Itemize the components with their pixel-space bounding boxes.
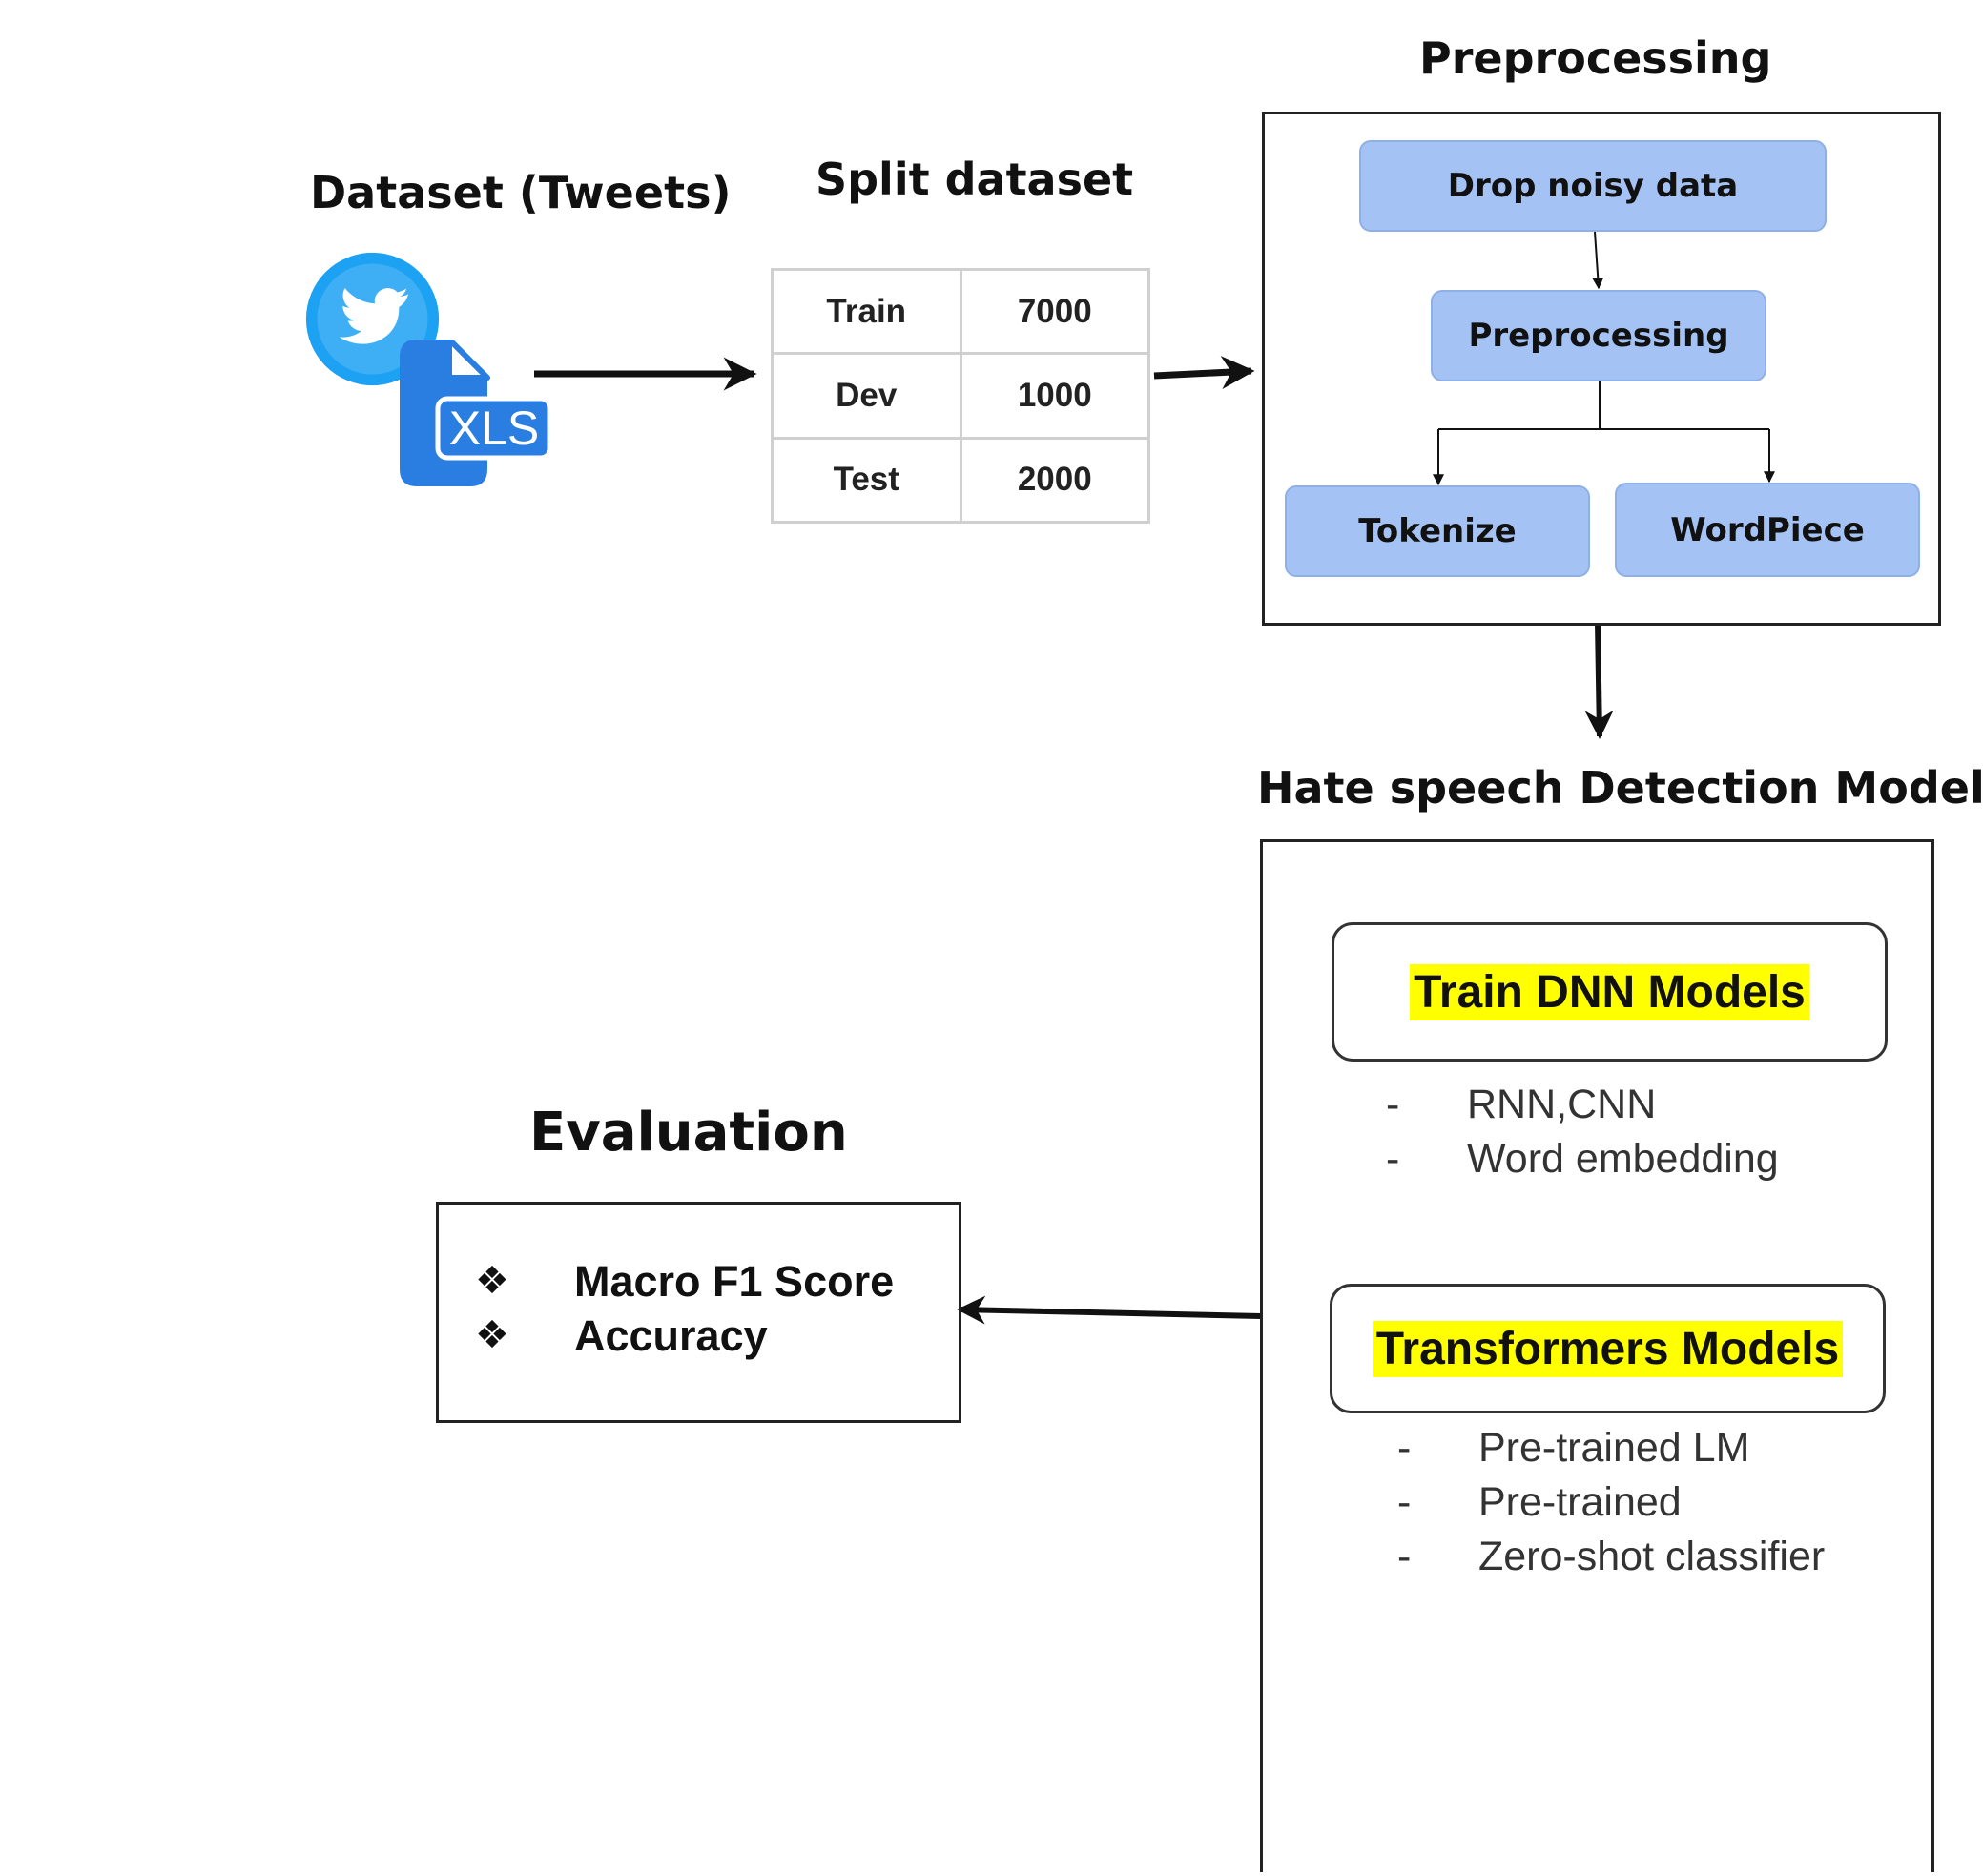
arrow-preprocessing-to-models (1584, 622, 1614, 739)
split-count-cell: 1000 (959, 352, 1150, 440)
preprocessing-title: Preprocessing (1419, 32, 1772, 84)
step-tokenize: Tokenize (1285, 485, 1590, 577)
list-item: -Word embedding (1386, 1132, 1779, 1186)
table-row: Dev 1000 (771, 352, 1150, 440)
list-item-text: RNN,CNN (1467, 1082, 1657, 1127)
preprocessing-box (1262, 112, 1941, 626)
split-name-cell: Train (771, 267, 962, 356)
step-wordpiece: WordPiece (1615, 483, 1920, 577)
models-box (1260, 839, 1934, 1872)
list-item-text: Pre-trained (1478, 1479, 1682, 1525)
metric-label: Accuracy (574, 1311, 768, 1360)
diamond-bullet-icon: ❖ (475, 1259, 509, 1303)
split-name-cell: Dev (771, 352, 962, 440)
split-count-cell: 2000 (959, 436, 1150, 525)
list-item: -Pre-trained LM (1397, 1421, 1825, 1475)
evaluation-title: Evaluation (529, 1102, 848, 1164)
connector-preprocess-branch (1438, 380, 1769, 430)
arrow-models-to-evaluation (957, 1295, 1262, 1325)
step-drop-noisy-data: Drop noisy data (1359, 140, 1827, 232)
split-count-cell: 7000 (959, 267, 1150, 356)
table-row: Train 7000 (771, 267, 1150, 356)
dnn-models-list: -RNN,CNN -Word embedding (1386, 1078, 1779, 1186)
list-item: ❖ Accuracy (475, 1309, 894, 1363)
table-row: Test 2000 (771, 436, 1150, 525)
evaluation-box (436, 1202, 961, 1423)
step-preprocessing: Preprocessing (1431, 290, 1766, 381)
list-item: -Zero-shot classifier (1397, 1530, 1825, 1584)
arrow-drop-to-preprocess (1592, 231, 1604, 290)
split-name-cell: Test (771, 436, 962, 525)
twitter-icon (305, 252, 440, 386)
evaluation-metrics: ❖ Macro F1 Score ❖ Accuracy (475, 1254, 894, 1363)
list-item: -RNN,CNN (1386, 1078, 1779, 1132)
split-table: Train 7000 Dev 1000 Test 2000 (771, 267, 1150, 525)
list-item: ❖ Macro F1 Score (475, 1254, 894, 1309)
dnn-models-label: Train DNN Models (1410, 963, 1809, 1020)
list-item: -Pre-trained (1397, 1475, 1825, 1530)
diamond-bullet-icon: ❖ (475, 1313, 509, 1357)
dataset-title: Dataset (Tweets) (310, 167, 732, 218)
dnn-models-card: Train DNN Models (1332, 922, 1888, 1062)
arrow-split-to-preprocessing (1153, 356, 1255, 390)
models-title: Hate speech Detection Models (1257, 762, 1983, 814)
list-item-text: Zero-shot classifier (1478, 1534, 1826, 1579)
list-item-text: Pre-trained LM (1478, 1425, 1750, 1471)
split-title: Split dataset (816, 154, 1134, 205)
xls-file-icon: XLS (400, 340, 553, 486)
transformers-models-list: -Pre-trained LM -Pre-trained -Zero-shot … (1397, 1421, 1825, 1584)
metric-label: Macro F1 Score (574, 1257, 895, 1306)
transformers-models-card: Transformers Models (1330, 1284, 1886, 1413)
xls-file-badge: XLS (449, 402, 540, 455)
transformers-models-label: Transformers Models (1372, 1320, 1844, 1377)
list-item-text: Word embedding (1467, 1136, 1779, 1182)
